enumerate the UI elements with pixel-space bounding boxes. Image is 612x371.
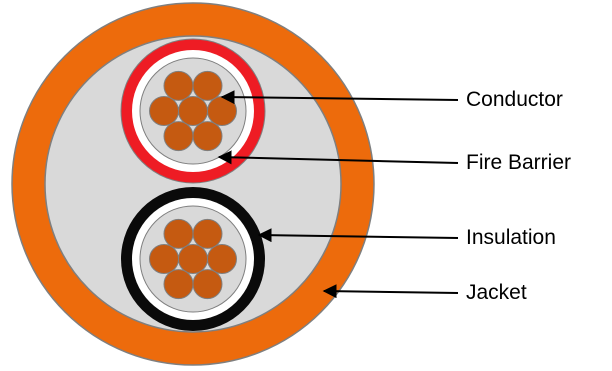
label-conductor: Conductor — [466, 88, 563, 111]
filler — [44, 35, 342, 333]
lower-conductor-strand-7 — [192, 218, 223, 249]
upper-conductor-strand-3 — [192, 121, 223, 152]
upper-conductor-strand-1 — [178, 96, 208, 126]
upper-conductor-strand-7 — [192, 70, 223, 101]
conductor-arrow — [220, 90, 459, 105]
lower-conductor-strand-1 — [178, 244, 208, 274]
lower-conductor-strands — [149, 218, 237, 300]
lower-conductor-strand-2 — [207, 244, 237, 274]
upper-conductor-strand-4 — [163, 121, 194, 152]
upper-conductor-strand-2 — [207, 96, 237, 126]
lower-conductor-strand-6 — [163, 218, 194, 249]
insulation-arrow — [257, 228, 459, 243]
upper-conductor-strand-6 — [163, 70, 194, 101]
lower-conductor-strand-4 — [163, 269, 194, 300]
label-insulation: Insulation — [466, 226, 556, 249]
lower-conductor-strand-3 — [192, 269, 223, 300]
label-jacket: Jacket — [466, 281, 527, 304]
fire-barrier-arrow — [217, 150, 459, 165]
upper-conductor-group — [120, 38, 266, 184]
label-fire-barrier: Fire Barrier — [466, 151, 572, 174]
lower-conductor-strand-5 — [149, 244, 179, 274]
upper-conductor-strand-5 — [149, 96, 179, 126]
lower-conductor-group — [121, 187, 265, 331]
jacket-arrow — [322, 284, 459, 299]
